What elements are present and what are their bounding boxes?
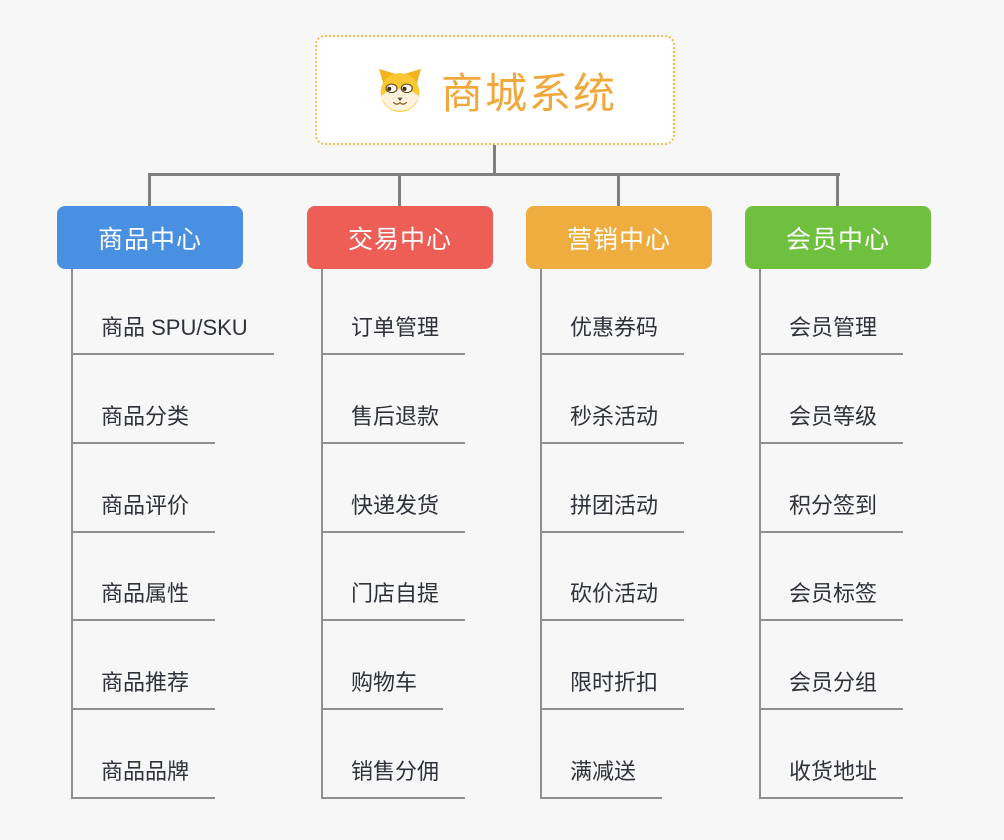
leaf-item[interactable]: 砍价活动	[540, 579, 685, 621]
leaf-item[interactable]: 订单管理	[321, 313, 466, 355]
connector-root-drop	[493, 145, 496, 175]
root-title: 商城系统	[440, 69, 617, 117]
leaf-item[interactable]: 收货地址	[759, 757, 904, 799]
leaf-item[interactable]: 商品品牌	[71, 757, 216, 799]
leaf-item[interactable]: 门店自提	[321, 579, 466, 621]
branch-child-line	[540, 269, 542, 799]
branch-child-line	[759, 269, 761, 799]
leaf-item[interactable]: 商品评价	[71, 491, 216, 533]
leaf-item[interactable]: 商品 SPU/SKU	[71, 313, 274, 355]
branch-node-marketing[interactable]: 营销中心	[526, 206, 712, 269]
branch-child-line	[321, 269, 323, 799]
leaf-item[interactable]: 满减送	[540, 757, 663, 799]
leaf-item[interactable]: 商品分类	[71, 402, 216, 444]
leaf-item[interactable]: 购物车	[321, 668, 444, 710]
leaf-item[interactable]: 秒杀活动	[540, 402, 685, 444]
leaf-item[interactable]: 优惠券码	[540, 313, 685, 355]
dog-face-icon	[378, 68, 422, 112]
branch-node-trade[interactable]: 交易中心	[307, 206, 493, 269]
connector-drop-members	[836, 173, 839, 206]
leaf-item[interactable]: 售后退款	[321, 402, 466, 444]
leaf-item[interactable]: 积分签到	[759, 491, 904, 533]
connector-drop-trade	[398, 173, 401, 206]
leaf-item[interactable]: 快递发货	[321, 491, 466, 533]
leaf-item[interactable]: 商品属性	[71, 579, 216, 621]
root-node[interactable]: 商城系统	[315, 35, 675, 145]
leaf-item[interactable]: 会员标签	[759, 579, 904, 621]
branch-child-line	[71, 269, 73, 799]
leaf-item[interactable]: 限时折扣	[540, 668, 685, 710]
branch-node-products[interactable]: 商品中心	[57, 206, 243, 269]
leaf-item[interactable]: 会员等级	[759, 402, 904, 444]
leaf-item[interactable]: 会员管理	[759, 313, 904, 355]
branch-node-members[interactable]: 会员中心	[745, 206, 931, 269]
leaf-item[interactable]: 商品推荐	[71, 668, 216, 710]
connector-drop-products	[148, 173, 151, 206]
connector-horizontal	[148, 173, 840, 176]
leaf-item[interactable]: 拼团活动	[540, 491, 685, 533]
leaf-item[interactable]: 销售分佣	[321, 757, 466, 799]
leaf-item[interactable]: 会员分组	[759, 668, 904, 710]
connector-drop-marketing	[617, 173, 620, 206]
